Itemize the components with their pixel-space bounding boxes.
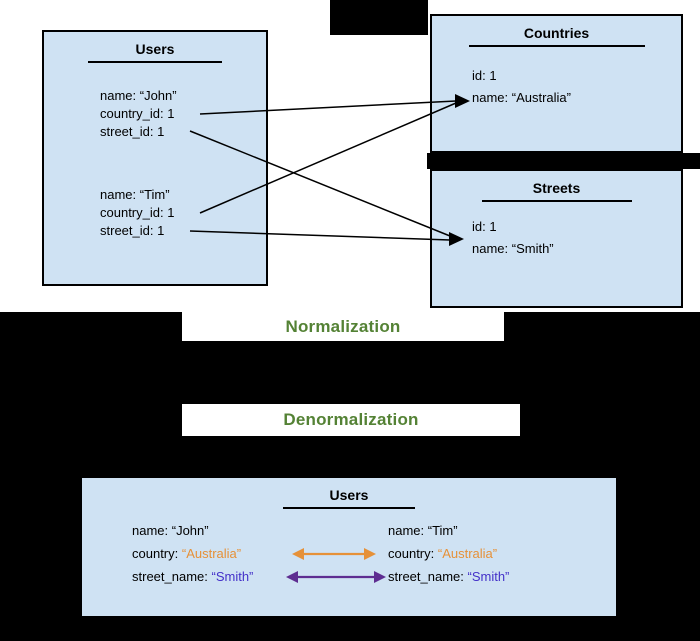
record-group: name: “Tim” country_id: 1 street_id: 1 [100,186,266,240]
title-underline [88,61,222,63]
table-title: Users [135,41,175,57]
record-group: name: “John” country: “Australia” street… [132,519,253,588]
field-label: street_name: [132,569,212,584]
field-row: country_id: 1 [100,106,175,121]
field-row: id: 1 [472,219,497,234]
countries-table: Countries id: 1 name: “Australia” [430,14,683,153]
normalization-label: Normalization [285,316,401,336]
title-underline [481,200,632,202]
title-underline [283,507,415,509]
table-title: Countries [523,25,590,41]
denormalization-label: Denormalization [283,410,419,429]
denormalization-label-bg: Denormalization [182,404,520,436]
field-row: street_name: “Smith” [388,565,509,588]
normalization-label-bg: Normalization [182,312,504,341]
field-value: “Australia” [437,546,498,561]
field-row: country: “Australia” [388,542,509,565]
field-row: name: “John” [132,519,253,542]
field-label: country: [132,546,182,561]
field-row: name: “Tim” [100,187,170,202]
record-group: id: 1 name: “Australia” [472,65,681,109]
users-table: Users name: “John” country_id: 1 street_… [42,30,268,286]
field-value: “Australia” [181,546,242,561]
field-row: name: “Australia” [472,90,571,105]
field-row: name: “John” [100,88,177,103]
background-block [427,153,700,169]
table-title: Users [329,487,369,503]
field-value: “Smith” [467,569,510,584]
field-label: country: [388,546,438,561]
title-underline [468,45,645,47]
field-value: “Smith” [211,569,254,584]
field-row: street_id: 1 [100,124,165,139]
field-label: name: “John” [132,523,209,538]
field-row: name: “Tim” [388,519,509,542]
denormalized-users-table: Users name: “John” country: “Australia” … [80,476,618,618]
field-row: street_name: “Smith” [132,565,253,588]
background-block [330,0,428,35]
field-row: country_id: 1 [100,205,175,220]
field-row: street_id: 1 [100,223,165,238]
streets-table: Streets id: 1 name: “Smith” [430,169,683,308]
field-row: country: “Australia” [132,542,253,565]
field-label: name: “Tim” [388,523,458,538]
field-label: street_name: [388,569,468,584]
field-row: name: “Smith” [472,241,554,256]
table-title: Streets [532,180,581,196]
record-group: id: 1 name: “Smith” [472,216,681,260]
record-group: name: “Tim” country: “Australia” street_… [388,519,509,588]
record-group: name: “John” country_id: 1 street_id: 1 [100,87,266,141]
field-row: id: 1 [472,68,497,83]
